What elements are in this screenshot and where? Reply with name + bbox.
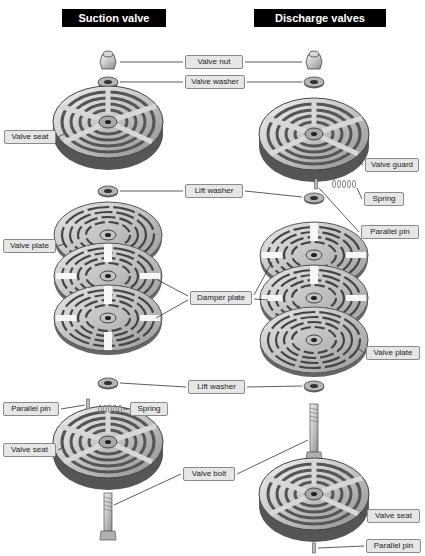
leader-line [254,299,268,300]
leader-lines [58,62,365,548]
part-label: Valve seat [367,509,420,523]
valve-bolt [100,493,116,540]
label-text: Parallel pin [374,540,414,552]
leader-line [360,512,365,516]
leader-line [318,546,364,548]
leader-line [58,447,64,450]
leader-line [58,244,64,246]
valve-seat-disc [259,458,369,542]
leader-line [319,188,359,232]
part-label: Parallel pin [3,402,59,416]
label-text: Spring [137,403,160,415]
part-label: Valve plate [3,239,56,253]
leader-line [120,82,183,83]
label-text: Valve seat [375,510,412,522]
leader-line [120,62,183,63]
leader-line [120,383,186,387]
header-text: Suction valve [79,12,150,24]
label-text: Valve seat [11,444,48,456]
part-label: Spring [364,192,404,206]
label-text: Lift washer [195,185,234,197]
spring [333,180,356,188]
damper-plate-disc [54,285,162,355]
label-text: Valve washer [191,76,238,88]
lift-washer [304,193,324,205]
leader-line [245,62,302,63]
leader-line [123,409,128,410]
label-text: Damper plate [197,292,245,304]
leader-line [357,188,362,199]
spring [99,405,122,413]
parallel-pin [313,543,316,553]
parallel-pin [315,179,318,189]
label-text: Valve nut [198,56,231,68]
label-text: Valve guard [371,159,413,171]
section-header: Discharge valves [254,9,386,27]
part-label: Valve plate [366,346,420,360]
part-label: Valve seat [4,130,56,144]
part-label: Spring [130,402,168,416]
part-label: Damper plate [190,291,252,305]
section-header: Suction valve [62,9,166,27]
label-text: Spring [372,193,395,205]
part-label: Valve seat [3,443,56,457]
valve-washer [304,77,324,89]
valve-nut [100,51,116,69]
part-label: Valve guard [365,158,419,172]
lift-washer [98,378,118,390]
leader-line [114,474,181,505]
leader-line [156,279,188,296]
leader-line [254,262,272,295]
lift-washer [304,381,324,393]
leader-line [358,348,364,353]
leader-line [247,82,302,83]
part-label: Valve washer [185,75,245,89]
valve-seat-disc [53,406,163,490]
label-text: Valve plate [10,240,49,252]
leader-line [358,160,363,165]
label-text: Valve plate [374,347,413,359]
leader-line [120,191,183,192]
part-label: Parallel pin [366,539,421,553]
part-label: Parallel pin [361,225,419,239]
leader-line [156,300,188,318]
part-label: Lift washer [185,184,243,198]
valve-seat-disc [53,86,163,170]
leader-line [247,386,302,387]
leader-line [237,440,308,474]
header-text: Discharge valves [275,12,365,24]
label-text: Valve seat [12,131,49,143]
valve-bolt [306,404,322,461]
label-text: Parallel pin [370,226,410,238]
part-label: Valve nut [185,55,243,69]
valve-plate-disc [260,307,368,377]
label-text: Lift washer [197,381,236,393]
label-text: Valve bolt [192,468,227,480]
leader-line [61,405,85,409]
valve-nut [306,51,322,69]
part-label: Lift washer [188,380,245,394]
leader-line [58,134,64,137]
label-text: Parallel pin [11,403,51,415]
parallel-pin [87,399,90,409]
lift-washer [98,186,118,198]
valve-guard-disc [259,98,369,182]
leader-line [245,191,302,197]
part-label: Valve bolt [183,467,235,481]
